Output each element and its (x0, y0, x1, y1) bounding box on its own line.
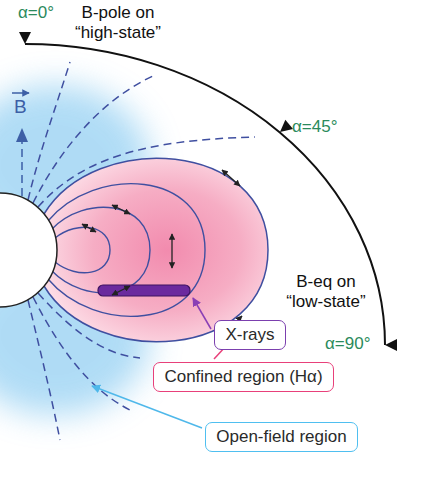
callout-text: X-rays (225, 324, 274, 346)
open-field-line (38, 293, 140, 358)
closed-field-line (48, 184, 205, 317)
xray-callout: X-rays (214, 320, 286, 350)
flow-arrow (171, 234, 172, 268)
closed-field-line (52, 207, 150, 293)
inclination-arc (25, 44, 385, 345)
angle-marker (19, 32, 31, 44)
open-field-line (38, 137, 255, 207)
open-field-line (28, 62, 70, 200)
angle-marker (276, 120, 293, 137)
angle-label: α=0° (18, 3, 54, 23)
field-label: B (14, 96, 27, 118)
open-field-line (33, 297, 130, 410)
state-label: B-pole on “high-state” (62, 3, 174, 42)
angle-label: α=45° (292, 117, 337, 137)
open-field-callout: Open-field region (205, 422, 358, 452)
confined-region (44, 158, 268, 342)
flow-arrow (112, 205, 130, 214)
callout-text: Confined region (Hα) (164, 366, 322, 388)
leader-line (92, 386, 202, 428)
field-axis (21, 142, 23, 196)
callout-text: Open-field region (216, 426, 346, 448)
field-axis-head (16, 128, 28, 142)
star (0, 193, 57, 307)
vector-arrow (12, 92, 29, 94)
state-label: B-eq on “low-state” (278, 272, 374, 311)
confined-callout: Confined region (Hα) (153, 362, 334, 392)
flow-arrow (112, 286, 130, 295)
closed-field-line (55, 227, 110, 273)
angle-label: α=90° (325, 334, 370, 354)
angle-marker (385, 339, 397, 351)
flow-arrow (222, 170, 240, 186)
leader-line (193, 298, 211, 329)
open-field-line (33, 75, 155, 203)
flow-arrow (82, 224, 96, 232)
xray-bar (98, 285, 190, 296)
open-field-line (28, 300, 60, 440)
